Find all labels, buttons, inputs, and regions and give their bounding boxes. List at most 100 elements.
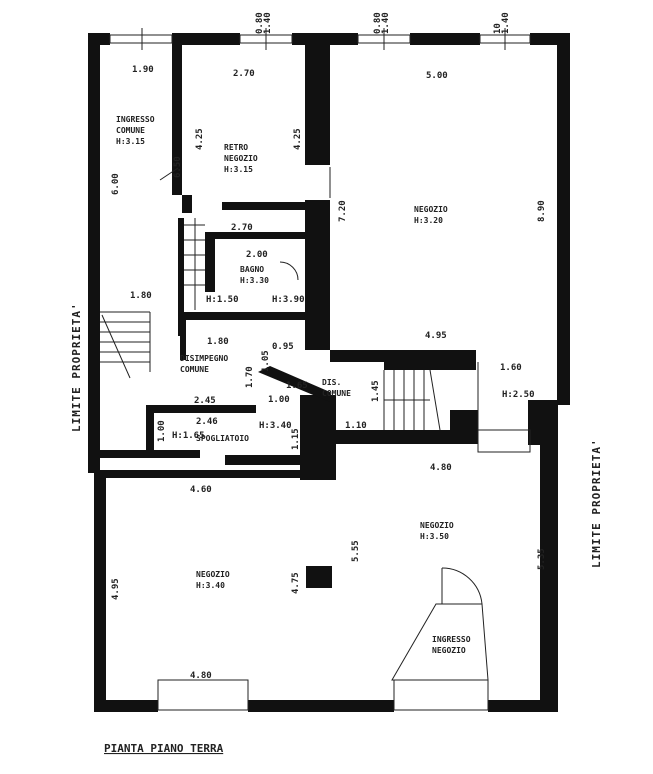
- dim-5-55: 5.55: [351, 540, 361, 562]
- stairs-dis: [383, 369, 441, 431]
- room-negozio-right-1: NEGOZIO: [420, 521, 454, 530]
- dim-1-00-b: 1.00: [157, 420, 167, 442]
- dim-6-00: 6.00: [111, 173, 121, 195]
- dim-0-95: 0.95: [272, 342, 294, 352]
- wall-retro-bottom: [182, 195, 192, 213]
- dim-2-00: 2.00: [246, 250, 268, 260]
- window-bottom-1: [157, 679, 249, 711]
- dim-7-20: 7.20: [338, 200, 348, 222]
- dim-h165: H:1.65: [172, 431, 205, 441]
- dim-h390: H:3.90: [272, 295, 305, 305]
- room-ingresso-negozio-2: NEGOZIO: [432, 646, 466, 655]
- wall-spog-bottom-b: [225, 455, 305, 465]
- wall-bagno-bottom: [180, 312, 305, 320]
- dim-1-70: 1.70: [245, 366, 255, 388]
- window-dim-1a: 0.80: [255, 12, 265, 34]
- room-ingresso-comune-2: COMUNE: [116, 126, 145, 135]
- plan-title: PIANTA PIANO TERRA: [104, 742, 224, 755]
- dim-4-80-mid: 4.80: [430, 463, 452, 473]
- wall-right-upper: [557, 33, 570, 405]
- dim-2-45: 2.45: [194, 396, 216, 406]
- walls: [88, 33, 570, 712]
- room-retro-negozio-3: H:3.15: [224, 165, 253, 174]
- wall-right-corner: [528, 400, 558, 445]
- room-disimpegno-1: DISIMPEGNO: [180, 354, 228, 363]
- dim-4-75: 4.75: [291, 572, 301, 594]
- room-ingresso-comune-1: INGRESSO: [116, 115, 155, 124]
- dim-6-50: 6.50: [173, 156, 183, 178]
- dim-1-60: 1.60: [500, 363, 522, 373]
- room-disimpegno-2: COMUNE: [180, 365, 209, 374]
- ingresso-negozio-outline: [391, 603, 489, 681]
- wall-column-center: [300, 395, 336, 480]
- wall-ingresso-retro: [172, 45, 182, 195]
- room-dis-comune-1: DIS.: [322, 378, 341, 387]
- dim-1-10: 1.10: [345, 421, 367, 431]
- dim-5-00: 5.00: [426, 71, 448, 81]
- room-ingresso-comune-3: H:3.15: [116, 137, 145, 146]
- dim-4-80-bottom: 4.80: [190, 671, 212, 681]
- wall-bottom-1: [94, 700, 158, 712]
- property-limit-right: LIMITE PROPRIETA': [590, 438, 603, 568]
- wall-bottom-2: [248, 700, 394, 712]
- wall-right-lower: [540, 405, 558, 710]
- wall-mid-right: [330, 350, 384, 362]
- dim-h340-small: H:3.40: [259, 421, 292, 431]
- dim-2-70-mid: 2.70: [231, 223, 253, 233]
- room-negozio-top-2: H:3.20: [414, 216, 443, 225]
- property-limit-left: LIMITE PROPRIETA': [70, 302, 83, 432]
- window-dim-2b: 1.40: [381, 12, 391, 34]
- dim-1-05: 1.05: [261, 350, 271, 372]
- wall-bottom-3: [488, 700, 558, 712]
- wall-left-lower: [94, 470, 106, 712]
- room-dis-comune-2: COMUNE: [322, 389, 351, 398]
- wall-lower-horizontal-b: [106, 470, 306, 478]
- dim-5-35: 5.35: [537, 548, 547, 570]
- wall-bagno-left: [205, 232, 215, 292]
- dim-2-46: 2.46: [196, 417, 218, 427]
- room-negozio-left-1: NEGOZIO: [196, 570, 230, 579]
- dim-8-90: 8.90: [537, 200, 547, 222]
- dim-1-65: 1.65: [286, 381, 308, 391]
- labels: 1.90 2.70 5.00 0.80 1.40 0.80 1.40 10 1.…: [70, 12, 603, 755]
- wall-lower-horizontal: [336, 430, 478, 444]
- window-dim-3a: 10: [493, 23, 503, 34]
- pillar: [306, 566, 332, 588]
- wall-spog-top: [150, 405, 256, 413]
- dim-h250: H:2.50: [502, 390, 535, 400]
- wall-dis-left: [180, 320, 186, 360]
- window-bottom-2: [393, 679, 489, 711]
- wall-stairs-right: [450, 410, 478, 432]
- dim-4-25-a: 4.25: [195, 128, 205, 150]
- dim-4-95-left: 4.95: [111, 578, 121, 600]
- dim-4-60: 4.60: [190, 485, 212, 495]
- door-bagno: [279, 261, 299, 281]
- stairs-retro: [184, 218, 205, 310]
- dim-2-70-top: 2.70: [233, 69, 255, 79]
- wall-stairs-top: [384, 350, 476, 370]
- wall-diagonal: [258, 366, 330, 402]
- wall-left-upper: [88, 33, 100, 473]
- wall-top-4: [410, 33, 480, 45]
- room-negozio-right-2: H:3.50: [420, 532, 449, 541]
- room-retro-negozio-1: RETRO: [224, 143, 248, 152]
- room-bagno-1: BAGNO: [240, 265, 264, 274]
- dim-1-90: 1.90: [132, 65, 154, 75]
- door-ingresso-negozio: [441, 567, 483, 605]
- wall-spog-bottom: [100, 450, 200, 458]
- dim-4-95: 4.95: [425, 331, 447, 341]
- wall-top-3: [292, 33, 358, 45]
- wall-retro-negozio-b: [305, 200, 330, 335]
- fixtures: [100, 28, 531, 711]
- wall-bagno-top: [213, 232, 305, 239]
- dim-1-00-a: 1.00: [268, 395, 290, 405]
- room-spogliatoio: SPOGLIATOIO: [196, 434, 249, 443]
- dim-1-45: 1.45: [371, 380, 381, 402]
- window-dim-2a: 0.80: [373, 12, 383, 34]
- wall-retro-negozio-a: [305, 45, 330, 165]
- dim-1-15: 1.15: [291, 428, 301, 450]
- dim-1-80-left: 1.80: [130, 291, 152, 301]
- window-dim-3b: 1.40: [501, 12, 511, 34]
- room-negozio-left-2: H:3.40: [196, 581, 225, 590]
- room-negozio-top-1: NEGOZIO: [414, 205, 448, 214]
